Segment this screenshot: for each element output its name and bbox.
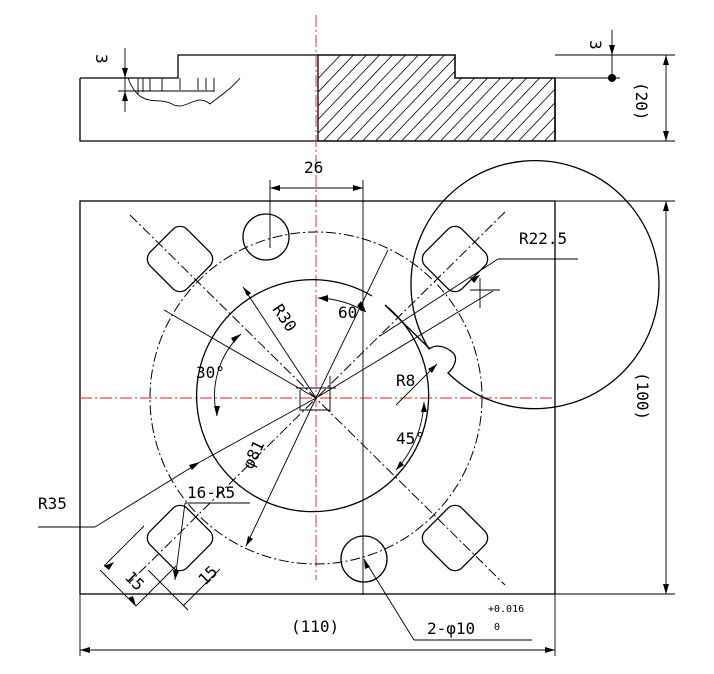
dim-angle-30: 30° xyxy=(196,363,225,382)
hatch-line xyxy=(457,55,555,141)
corner-pocket-top-right xyxy=(421,225,489,293)
r22-5-radial xyxy=(315,290,494,399)
r30-leader xyxy=(242,286,317,399)
hatch-line xyxy=(444,55,546,141)
hatch-line xyxy=(366,55,468,141)
hole-leader xyxy=(363,558,415,641)
plan-view: R30 60° R22.5 30° R8 45° φ81 xyxy=(38,160,675,656)
corner-pocket-bottom-right xyxy=(421,504,489,572)
groove-outer-contour xyxy=(410,160,660,410)
dim-diameter-81: φ81 xyxy=(239,437,269,471)
hatch-line xyxy=(318,55,390,141)
dim-radius-22-5: R22.5 xyxy=(519,229,567,248)
hole-callout: 2-φ10 xyxy=(427,619,475,638)
hatch-line xyxy=(392,55,494,141)
hatch-line xyxy=(535,55,555,141)
angle-60-line xyxy=(315,249,389,399)
r5-leader xyxy=(174,502,186,581)
diagonal-centerline-a xyxy=(129,214,506,586)
hatch-line xyxy=(353,55,455,141)
hatch-line xyxy=(340,55,442,141)
hatch-line xyxy=(522,55,555,141)
dim-width-26: 26 xyxy=(304,158,323,177)
dim-pocket-15-b: 15 xyxy=(194,562,221,589)
hatch-line xyxy=(575,45,675,150)
dim-radius-35: R35 xyxy=(38,494,67,513)
dim-radius-30: R30 xyxy=(269,301,301,336)
angle-30-line xyxy=(163,309,317,399)
hatch-line xyxy=(327,55,429,141)
r35-radial xyxy=(199,397,317,463)
hatch-line xyxy=(470,55,555,141)
corner-pocket-bottom-left xyxy=(146,504,214,572)
hatch-line xyxy=(431,55,533,141)
hatch-line xyxy=(318,55,416,141)
diagonal-centerline-b xyxy=(129,211,506,583)
phi81-leader xyxy=(245,397,317,547)
pin-hole-top xyxy=(242,213,290,261)
hole-tol-upper: +0.016 xyxy=(488,604,524,615)
hatch-line xyxy=(318,55,403,141)
local-section-break xyxy=(127,77,241,107)
corner-pocket-top-left xyxy=(146,225,214,293)
plate-outline xyxy=(79,200,556,595)
dim-angle-45: 45° xyxy=(396,429,425,448)
hatch-line xyxy=(318,55,364,141)
hatch-line xyxy=(379,55,481,141)
pin-hole-bottom xyxy=(340,535,388,583)
section-view: 3 3 (20) xyxy=(79,30,675,150)
hatch-line xyxy=(318,55,377,141)
dim-angle-60: 60° xyxy=(338,303,367,322)
hole-tol-lower: 0 xyxy=(494,622,500,633)
dim-height-100: (100) xyxy=(633,372,652,420)
hatch-line xyxy=(509,55,555,141)
dim-top-step-right: 3 xyxy=(586,40,605,50)
groove-inner-arc xyxy=(196,279,430,513)
bolt-circle-r35 xyxy=(149,231,483,565)
hatch-line xyxy=(496,55,555,141)
hatch-line xyxy=(418,55,520,141)
dim-corner-radius: 16-R5 xyxy=(187,483,235,502)
dim-top-step-left: 3 xyxy=(92,54,111,64)
hatch-line xyxy=(405,55,507,141)
hatch-line xyxy=(483,55,555,141)
dim-width-110: (110) xyxy=(291,617,339,636)
dim-radius-8: R8 xyxy=(396,371,415,390)
dim-pocket-15-a: 15 xyxy=(121,567,148,594)
dim-height-20: (20) xyxy=(632,82,651,121)
hatch-line xyxy=(318,55,351,141)
